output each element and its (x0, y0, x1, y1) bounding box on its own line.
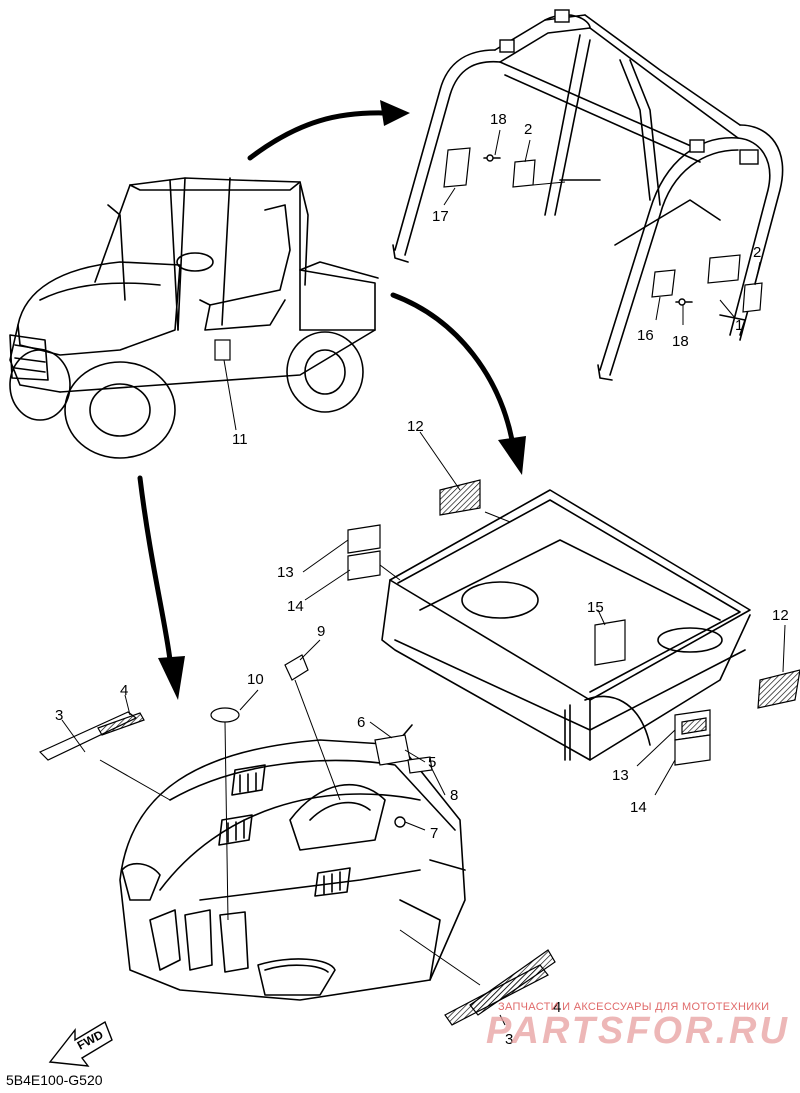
callout-18: 18 (672, 333, 689, 350)
callout-9: 9 (317, 623, 325, 640)
callout-1: 1 (735, 317, 743, 334)
arrow-to-cowl (137, 475, 185, 700)
callout-12: 12 (407, 418, 424, 435)
callout-5: 5 (428, 754, 436, 771)
diagram-code: 5B4E100-G520 (6, 1072, 103, 1088)
callout-6: 6 (357, 714, 365, 731)
callout-18: 18 (490, 111, 507, 128)
callout-4: 4 (120, 682, 128, 699)
callout-3: 3 (55, 707, 63, 724)
callout-13: 13 (612, 767, 629, 784)
callout-3: 3 (505, 1031, 513, 1048)
arrow-to-cage (247, 100, 410, 161)
roll-cage-detail (392, 9, 784, 381)
watermark-tagline: ЗАПЧАСТИ И АКСЕССУАРЫ ДЛЯ МОТОТЕХНИКИ (498, 1001, 770, 1013)
fwd-badge: FWD (48, 1020, 113, 1067)
callout-16: 16 (637, 327, 654, 344)
callout-2: 2 (753, 244, 761, 261)
callout-labels: 1 2 2 3 3 4 4 5 6 7 8 9 10 11 12 12 13 1… (55, 111, 789, 1048)
callout-12: 12 (772, 607, 789, 624)
callout-14: 14 (287, 598, 304, 615)
vehicle-overview (9, 177, 379, 459)
arrow-to-bed (390, 292, 526, 475)
front-cowl (38, 639, 556, 1026)
callout-4: 4 (553, 999, 561, 1016)
watermark-brand: PARTSFOR.RU (486, 1010, 790, 1052)
callout-7: 7 (430, 825, 438, 842)
cargo-bed (302, 431, 800, 796)
callout-11: 11 (232, 431, 248, 448)
callout-10: 10 (247, 671, 264, 688)
callout-13: 13 (277, 564, 294, 581)
callout-14: 14 (630, 799, 647, 816)
callout-15: 15 (587, 599, 604, 616)
callout-8: 8 (450, 787, 458, 804)
callout-2: 2 (524, 121, 532, 138)
callout-17: 17 (432, 208, 449, 225)
